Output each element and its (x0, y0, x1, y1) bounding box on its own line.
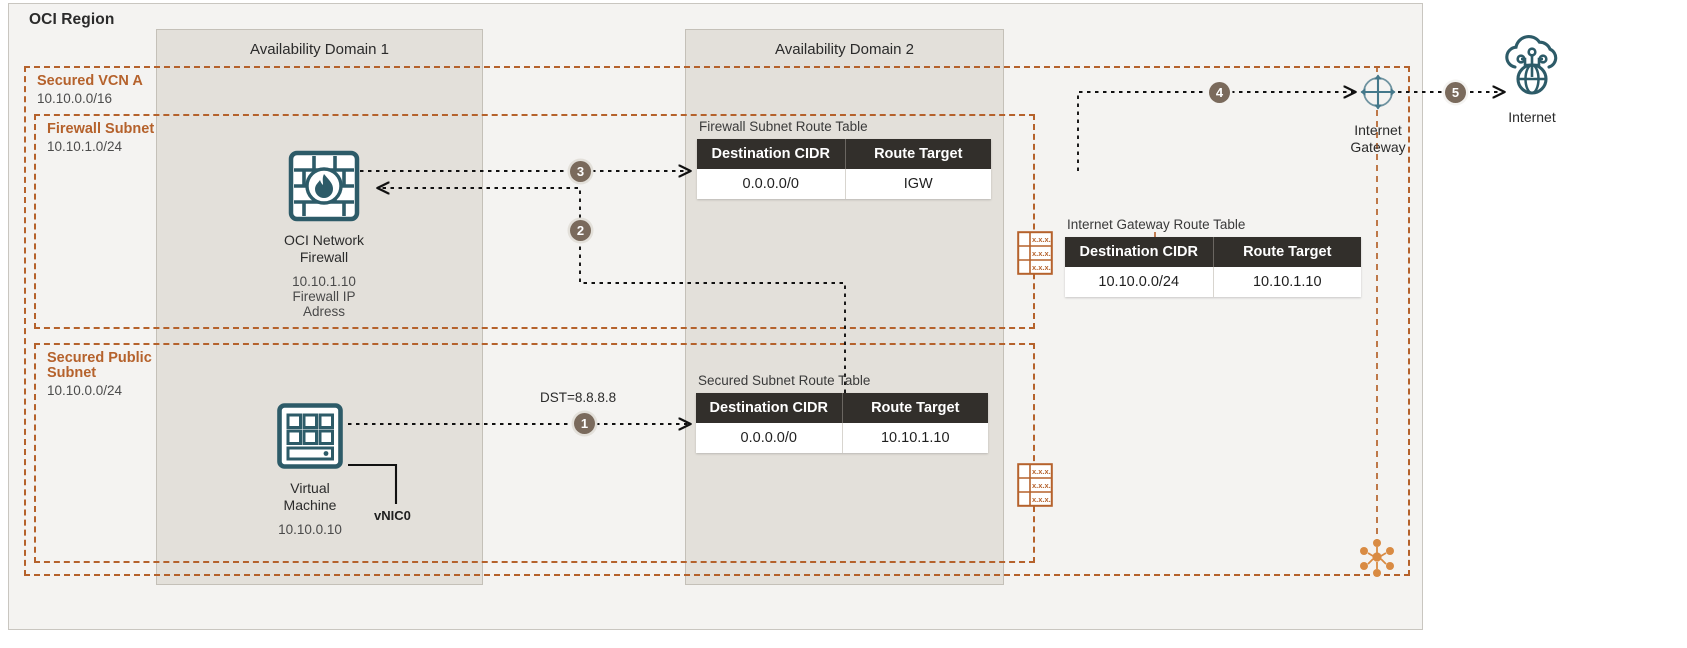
route-table-glyph-icon: x.x.x. x.x.x. x.x.x. (1017, 231, 1053, 275)
cell-route-target: 10.10.1.10 (842, 423, 988, 453)
column-header-route-target: Route Target (1213, 237, 1361, 267)
vm-caption-line2: Machine (283, 496, 337, 513)
dst-flow-label: DST=8.8.8.8 (540, 390, 617, 405)
step-badge-1: 1 (574, 413, 595, 434)
column-header-route-target: Route Target (845, 139, 991, 169)
internet-gateway-caption: Internet Gateway (1343, 122, 1413, 155)
column-header-destination-cidr: Destination CIDR (696, 393, 843, 423)
step-badge-5: 5 (1445, 82, 1466, 103)
secured-vcn-a-cidr: 10.10.0.0/16 (37, 91, 113, 106)
secured-subnet-route-table: Secured Subnet Route Table Destination C… (696, 373, 988, 453)
step-badge-2: 2 (570, 220, 591, 241)
svg-text:x.x.x.: x.x.x. (1032, 495, 1051, 504)
secured-vcn-a-label: Secured VCN A 10.10.0.0/16 (37, 73, 167, 107)
firewall-subnet-label: Firewall Subnet 10.10.1.0/24 (47, 121, 177, 155)
step-badge-3: 3 (570, 161, 591, 182)
internet-gateway-route-table-title: Internet Gateway Route Table (1067, 217, 1246, 232)
cell-destination-cidr: 0.0.0.0/0 (696, 423, 843, 453)
internet-gateway-node[interactable]: Internet Gateway (1343, 72, 1413, 155)
virtual-machine-icon (277, 403, 343, 469)
firewall-ip: 10.10.1.10 (292, 274, 356, 289)
table-row: 0.0.0.0/0 IGW (697, 169, 991, 199)
svg-text:x.x.x.: x.x.x. (1032, 263, 1051, 272)
firewall-ip-info: 10.10.1.10 Firewall IP Adress (272, 274, 376, 319)
table-header-row: Destination CIDR Route Target (1065, 237, 1361, 267)
igw-caption-line1: Internet (1354, 122, 1402, 138)
firewall-ip-label-line2: Adress (302, 304, 346, 319)
svg-text:x.x.x.: x.x.x. (1032, 481, 1051, 490)
secured-public-subnet-label: Secured Public Subnet 10.10.0.0/24 (47, 350, 177, 399)
secured-public-subnet-cidr: 10.10.0.0/24 (47, 383, 123, 398)
virtual-machine-caption: Virtual Machine (258, 480, 362, 513)
firewall-subnet-name: Firewall Subnet (47, 121, 155, 137)
virtual-machine-node[interactable]: Virtual Machine 10.10.0.10 (258, 402, 362, 537)
internet-gateway-icon (1360, 74, 1396, 110)
internet-node[interactable]: Internet (1497, 31, 1567, 126)
svg-text:x.x.x.: x.x.x. (1032, 249, 1051, 258)
secured-subnet-route-table-title: Secured Subnet Route Table (698, 373, 871, 388)
firewall-caption-line2: Firewall (299, 248, 349, 265)
cell-destination-cidr: 10.10.0.0/24 (1065, 267, 1214, 297)
cell-route-target: IGW (845, 169, 991, 199)
table-row: 0.0.0.0/0 10.10.1.10 (696, 423, 988, 453)
column-header-route-target: Route Target (842, 393, 988, 423)
oci-network-firewall-node[interactable]: OCI Network Firewall 10.10.1.10 Firewall… (272, 150, 376, 319)
cell-destination-cidr: 0.0.0.0/0 (697, 169, 846, 199)
igw-caption-line2: Gateway (1350, 138, 1406, 155)
availability-domain-1-label: Availability Domain 1 (250, 41, 389, 58)
internet-caption: Internet (1508, 109, 1556, 125)
step-badge-4: 4 (1209, 82, 1230, 103)
availability-domain-2-label: Availability Domain 2 (775, 41, 914, 58)
firewall-subnet-route-table-title: Firewall Subnet Route Table (699, 119, 868, 134)
internet-gateway-route-table: Internet Gateway Route Table Destination… (1065, 217, 1361, 297)
firewall-ip-label-line1: Firewall IP (292, 289, 356, 304)
secured-public-subnet-name: Secured Public Subnet (47, 350, 152, 381)
firewall-brick-flame-icon (288, 150, 360, 222)
table-row: 10.10.0.0/24 10.10.1.10 (1065, 267, 1361, 297)
table-header-row: Destination CIDR Route Target (697, 139, 991, 169)
svg-text:x.x.x.: x.x.x. (1032, 467, 1051, 476)
firewall-caption: OCI Network Firewall (272, 232, 376, 265)
table-header-row: Destination CIDR Route Target (696, 393, 988, 423)
cell-route-target: 10.10.1.10 (1213, 267, 1361, 297)
secured-vcn-a-boundary: Secured VCN A 10.10.0.0/16 (24, 66, 1410, 576)
service-gateway-cluster-icon (1360, 539, 1394, 577)
vnic0-label: vNIC0 (374, 508, 411, 523)
firewall-subnet-route-table: Firewall Subnet Route Table Destination … (697, 119, 991, 199)
route-table-glyph-icon: x.x.x. x.x.x. x.x.x. (1017, 463, 1053, 507)
vm-caption-line1: Virtual (290, 480, 330, 496)
vm-ip: 10.10.0.10 (278, 522, 342, 537)
firewall-subnet-cidr: 10.10.1.0/24 (47, 139, 123, 154)
secured-vcn-a-name: Secured VCN A (37, 73, 143, 89)
region-title: OCI Region (29, 11, 115, 28)
svg-text:x.x.x.: x.x.x. (1032, 235, 1051, 244)
column-header-destination-cidr: Destination CIDR (1065, 237, 1214, 267)
column-header-destination-cidr: Destination CIDR (697, 139, 846, 169)
firewall-caption-line1: OCI Network (283, 232, 365, 248)
internet-cloud-globe-icon (1505, 35, 1558, 95)
